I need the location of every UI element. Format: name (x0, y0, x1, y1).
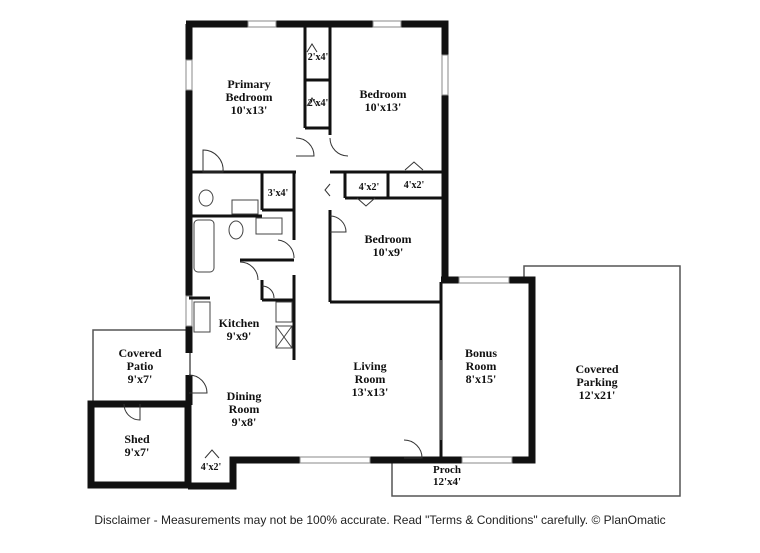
door-swing (261, 285, 275, 299)
exterior-walls (87, 20, 536, 490)
closet-label: 2'x4' (308, 52, 329, 63)
closet-label: 2'x4' (308, 98, 329, 109)
door-swing (329, 215, 347, 233)
room-size: 10'x13' (365, 100, 402, 114)
room-name: Bonus (465, 346, 497, 360)
closet-label: 4'x2' (201, 462, 222, 473)
sink-icon (231, 199, 259, 215)
fixtures (193, 189, 293, 349)
door-swing (188, 374, 208, 394)
stove-icon (275, 301, 293, 323)
closet-label: 4'x2' (359, 182, 380, 193)
bifold-door (204, 449, 220, 459)
disclaimer: Disclaimer - Measurements may not be 100… (94, 513, 666, 527)
room-name: Shed (124, 432, 150, 446)
windows (185, 20, 513, 464)
room-size: 9'x7' (125, 445, 150, 459)
room-name: Bedroom (225, 90, 272, 104)
room-size: 12'x21' (579, 388, 616, 402)
bifold-door (306, 97, 318, 107)
door-swing (295, 137, 315, 157)
room-name: Bedroom (364, 232, 411, 246)
room-name: Bedroom (359, 87, 406, 101)
door-swing (277, 239, 295, 259)
door-swing (202, 149, 224, 173)
toilet-icon (198, 189, 214, 207)
window (299, 456, 371, 464)
window (372, 20, 402, 28)
room-size: 9'x7' (128, 372, 153, 386)
window (461, 456, 513, 464)
room-size: 10'x13' (231, 103, 268, 117)
room-name: Room (355, 372, 386, 386)
room-name: Parking (576, 375, 617, 389)
toilet-icon (228, 220, 244, 240)
room-size: 9'x9' (227, 329, 252, 343)
room-name: Patio (127, 359, 154, 373)
window (185, 59, 193, 91)
bifold-door (356, 197, 376, 207)
bathtub-icon (193, 219, 215, 273)
room-name: Proch (433, 464, 461, 476)
room-name: Dining (227, 389, 262, 403)
sink-icon (255, 217, 283, 235)
room-size: 13'x13' (352, 385, 389, 399)
room-size: 9'x8' (232, 415, 257, 429)
window (441, 54, 449, 96)
window (185, 295, 193, 327)
room-name: Covered (118, 346, 161, 360)
covered-parking-outline (523, 265, 681, 497)
room-name: Living (353, 359, 386, 373)
door-swing (239, 261, 259, 281)
window (458, 276, 510, 284)
door-swing (403, 439, 423, 459)
room-name: Primary (227, 77, 270, 91)
sink-icon (193, 301, 211, 333)
room-size: 12'x4' (433, 476, 461, 488)
window (247, 20, 277, 28)
bifold-door (306, 43, 318, 53)
bifold-door (404, 161, 424, 171)
room-name: Room (229, 402, 260, 416)
room-size: 8'x15' (466, 372, 497, 386)
bifold-door (324, 183, 331, 197)
closet-label: 3'x4' (268, 188, 289, 199)
room-size: 10'x9' (373, 245, 404, 259)
door-swing (329, 137, 349, 157)
door-swing (123, 403, 141, 421)
room-name: Kitchen (219, 316, 260, 330)
room-name: Room (466, 359, 497, 373)
closet-label: 4'x2' (404, 180, 425, 191)
porch-outline (391, 460, 534, 497)
room-name: Covered (575, 362, 618, 376)
doors (123, 43, 442, 459)
